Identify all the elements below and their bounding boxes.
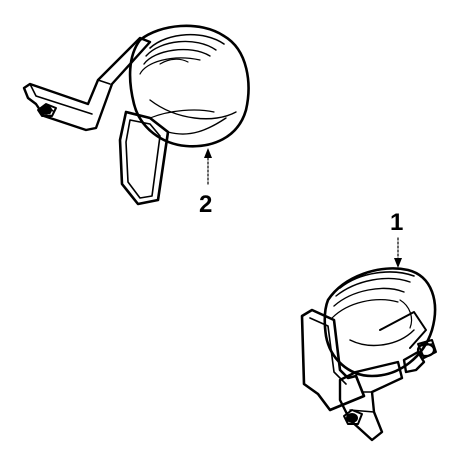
- horn-2-bracket: [22, 36, 152, 132]
- horn-1-terminal: [402, 339, 437, 374]
- horn-2-body: [128, 24, 250, 148]
- callout-2-leader: [204, 148, 212, 185]
- horn-1-body: [323, 267, 437, 378]
- horn-1-stud: [343, 409, 363, 425]
- horn-2-assembly: [22, 24, 250, 206]
- callout-1-leader: [394, 237, 402, 268]
- horn-1-assembly: [300, 267, 437, 442]
- horn-2-stud: [37, 103, 57, 117]
- callout-1-label: 1: [390, 209, 403, 236]
- horn-2-trumpet: [118, 109, 227, 206]
- callout-2-label: 2: [199, 191, 212, 218]
